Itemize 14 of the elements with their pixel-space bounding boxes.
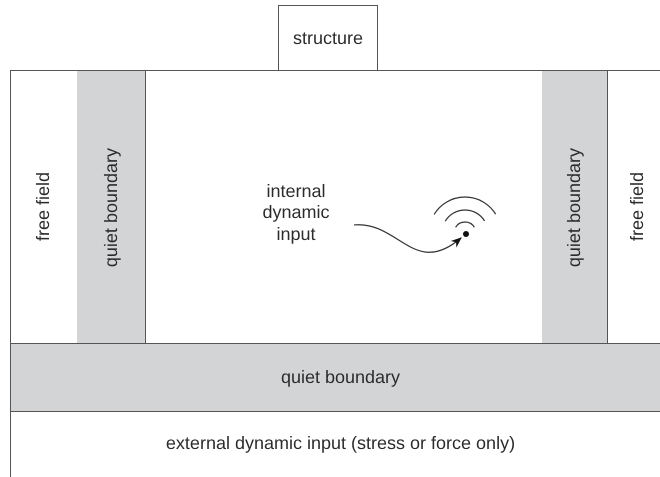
- curved-arrow: [354, 224, 462, 253]
- region-label: quiet boundary: [280, 366, 400, 388]
- region-label: quiet boundary: [100, 148, 122, 268]
- quiet-boundary-strip: [77, 70, 146, 344]
- quiet-boundary-strip: [542, 70, 608, 344]
- region-label: structure: [292, 28, 364, 50]
- structure-box: [278, 5, 378, 71]
- region-label: free field: [626, 172, 648, 242]
- text-label: internal dynamic input: [241, 177, 351, 249]
- region-label: external dynamic input (stress or force only): [166, 433, 516, 455]
- region-label: quiet boundary: [564, 148, 586, 268]
- quiet-boundary-strip: [10, 343, 660, 412]
- region-label: free field: [33, 172, 54, 242]
- source-point: [463, 231, 469, 237]
